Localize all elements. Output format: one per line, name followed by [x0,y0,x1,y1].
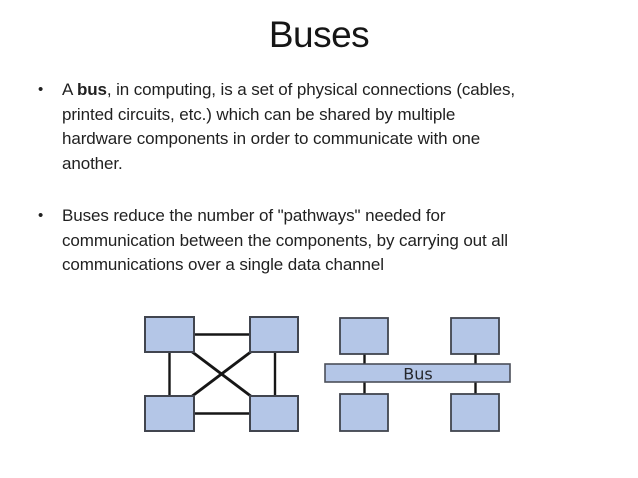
bullet-item-1: • A bus, in computing, is a set of physi… [38,78,515,176]
mesh-topology-diagram [144,316,299,432]
text-line: another. [62,153,123,173]
component-box [144,395,195,432]
component-box [339,317,389,355]
bullet-text-1: A bus, in computing, is a set of physica… [62,78,515,176]
component-box [450,393,500,432]
text-line: communications over a single data channe… [62,255,384,274]
component-box [144,316,195,353]
text-segment: A [62,80,77,99]
text-line: Buses reduce the number of "pathways" ne… [62,206,446,225]
bullet-text-2: Buses reduce the number of "pathways" ne… [62,204,508,278]
bullet-marker: • [38,81,44,98]
component-box [249,395,299,432]
bullet-marker: • [38,207,44,224]
connection-line-diagonal [190,349,253,399]
text-segment: , in computing, is a set of physical con… [106,80,516,99]
component-box [339,393,389,432]
slide-title: Buses [268,14,370,55]
text-line: A bus, in computing, is a set of physica… [62,78,515,103]
component-box [450,317,500,355]
bus-topology-diagram: Bus [324,317,511,432]
component-box [249,316,299,353]
text-line: hardware components in order to communic… [62,129,481,148]
bus-bar [324,363,511,383]
bold-term: bus [76,80,107,99]
bullet-item-2: • Buses reduce the number of "pathways" … [38,204,508,278]
text-line: printed circuits, etc.) which can be sha… [62,104,456,124]
bus-label: Bus [403,365,432,384]
text-line: communication between the components, by… [62,230,508,250]
